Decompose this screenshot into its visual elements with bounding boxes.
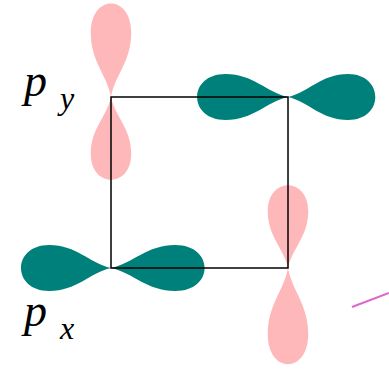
orbital-symbol: p bbox=[24, 288, 47, 334]
orbital-symbol: p bbox=[24, 58, 47, 104]
pointer-line bbox=[352, 293, 389, 307]
orbital-subscript: x bbox=[60, 312, 74, 344]
orbital-subscript: y bbox=[60, 82, 74, 114]
unit-square bbox=[111, 97, 288, 268]
